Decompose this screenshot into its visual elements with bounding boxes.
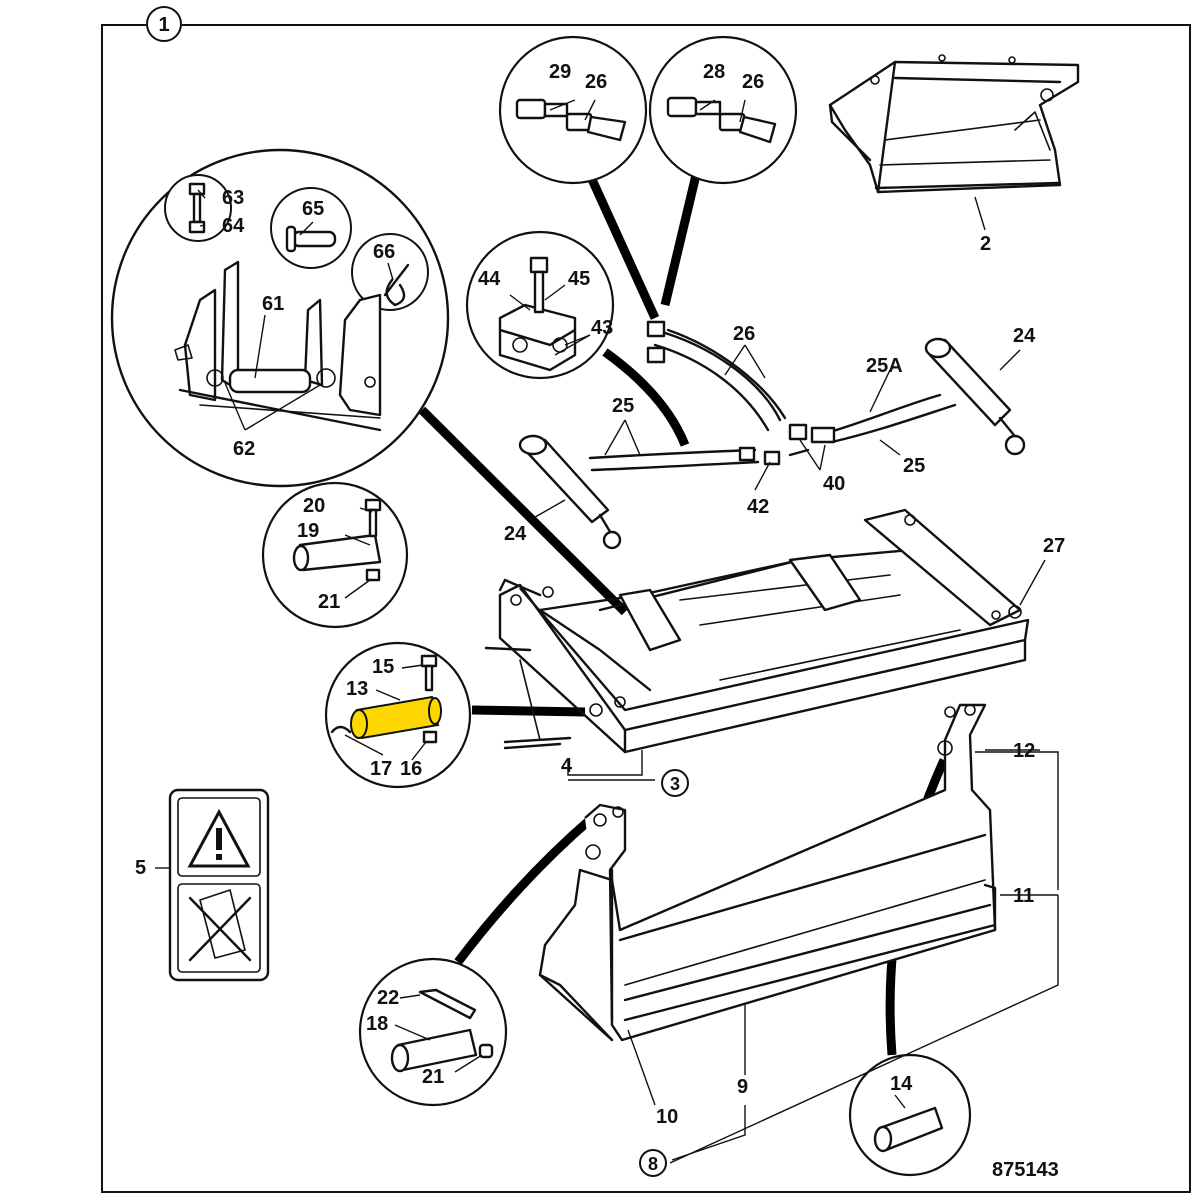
svg-text:8: 8: [648, 1154, 658, 1174]
drawing-number: 875143: [992, 1159, 1059, 1181]
no-phone-icon: [188, 889, 252, 962]
callout-11: 11: [1013, 885, 1034, 907]
svg-text:3: 3: [670, 774, 680, 794]
detail-circle-fitting-28: [648, 35, 798, 185]
callout-5: 5: [135, 857, 146, 879]
callout-25-b: 25: [903, 455, 925, 477]
callout-40: 40: [823, 473, 845, 495]
callout-28: 28: [703, 61, 725, 83]
clamp-block-icon: [498, 256, 577, 372]
leader-lines: [155, 99, 1059, 1164]
callout-64: 64: [222, 215, 245, 237]
highlighted-pin-13: [350, 695, 442, 740]
circled-label-assembly-a: 3: [661, 769, 689, 797]
bush-icon: [873, 1106, 944, 1153]
pin-icon: [292, 498, 382, 582]
bucket-top-right: [828, 54, 1080, 194]
detail-circle-fitting-29: [498, 35, 648, 185]
hydraulic-fitting-icon: [666, 96, 777, 144]
callout-21-b: 21: [422, 1066, 444, 1088]
callout-22: 22: [377, 987, 399, 1009]
callout-62: 62: [233, 438, 255, 460]
ram-cylinder-right: [924, 337, 1026, 456]
callout-numbers: 2 29 26 28 26 63 64 65 66 61 62 44 45 43…: [135, 61, 1065, 1128]
callout-20: 20: [303, 495, 325, 517]
svg-text:1: 1: [158, 14, 169, 36]
callout-14: 14: [890, 1073, 913, 1095]
callout-9: 9: [737, 1076, 748, 1098]
callout-26-b: 26: [742, 71, 764, 93]
detail-circle-pin-18: [358, 957, 508, 1107]
pin-icon: [390, 988, 494, 1073]
detail-circle-pivot-assembly: [110, 148, 450, 488]
hydraulic-fitting-icon: [515, 98, 627, 142]
circled-label-main: 1: [146, 6, 182, 42]
callout-43: 43: [591, 317, 613, 339]
hydraulic-hoses: [588, 320, 957, 472]
detail-circle-bush-14: [848, 1053, 972, 1177]
drawing-frame: [101, 24, 1191, 1193]
callout-66: 66: [373, 241, 395, 263]
pivot-brackets: [174, 260, 382, 432]
callout-29: 29: [549, 61, 571, 83]
callout-18: 18: [366, 1013, 388, 1035]
callout-12: 12: [1013, 740, 1035, 762]
circled-label-assembly-b: 8: [639, 1149, 667, 1177]
callout-4: 4: [561, 755, 573, 777]
callout-10: 10: [656, 1106, 678, 1128]
callout-42: 42: [747, 496, 769, 518]
warning-decal: [168, 788, 270, 982]
callout-2: 2: [980, 233, 991, 255]
callout-13: 13: [346, 678, 368, 700]
callout-61: 61: [262, 293, 284, 315]
pin-icon: [285, 225, 337, 253]
warning-triangle-icon: [187, 808, 251, 868]
callout-24-b: 24: [504, 523, 527, 545]
callout-15: 15: [372, 656, 394, 678]
linch-pin-icon: [383, 263, 410, 307]
callout-24-a: 24: [1013, 325, 1036, 347]
bolt-icon: [188, 182, 206, 234]
callout-63: 63: [222, 187, 244, 209]
callout-19: 19: [297, 520, 319, 542]
callout-16: 16: [400, 758, 422, 780]
callout-26-a: 26: [585, 71, 607, 93]
detail-circle-pin-19: [261, 481, 409, 629]
callout-25-a: 25: [612, 395, 634, 417]
callout-27: 27: [1043, 535, 1065, 557]
bucket-lower: [538, 703, 997, 1042]
callout-21-a: 21: [318, 591, 340, 613]
bucket-frame-center: [484, 508, 1030, 754]
callout-45: 45: [568, 268, 590, 290]
callout-17: 17: [370, 758, 392, 780]
detail-circle-pin-13: [324, 641, 472, 789]
callout-44: 44: [478, 268, 501, 290]
callout-65: 65: [302, 198, 324, 220]
ram-cylinder-left: [518, 434, 622, 550]
callout-26-c: 26: [733, 323, 755, 345]
detail-circle-hose-clamp: [465, 230, 615, 380]
callout-25A: 25A: [866, 355, 903, 377]
